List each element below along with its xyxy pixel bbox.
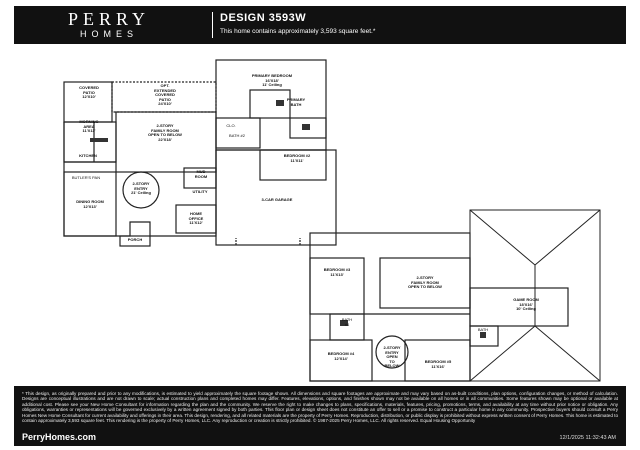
disclaimer-text: * This design, as originally prepared an…	[22, 391, 618, 424]
label-kitchen: KITCHEN	[79, 153, 97, 158]
label-family-room: 2-STORY FAMILY ROOM OPEN TO BELOW 22'X18…	[148, 123, 182, 142]
label-bath-2: BATH #2	[229, 133, 245, 138]
print-timestamp: 12/1/2025 11:32:43 AM	[559, 435, 616, 441]
label-game-room: GAME ROOM 18'X16' 10' Ceiling	[513, 297, 539, 312]
label-covered-patio: COVERED PATIO 12'X10'	[79, 85, 99, 100]
square-footage-note: This home contains approximately 3,593 s…	[220, 28, 376, 35]
label-garage: 3-CAR GARAGE	[261, 197, 293, 202]
first-floor-plan	[63, 59, 337, 247]
roof-outline	[469, 209, 601, 382]
perry-homes-logo: PERRY HOMES	[14, 6, 204, 44]
label-bedroom-5: BEDROOM #5 11'X16'	[424, 359, 452, 369]
label-opt-extended-patio: OPT. EXTENDED COVERED PATIO 24'X10'	[154, 83, 176, 107]
label-utility: UTILITY	[192, 189, 208, 194]
label-bath-upper: BATH	[477, 327, 489, 332]
label-bedroom-3: BEDROOM #3 11'X13'	[323, 267, 351, 277]
label-butlers-pantry: BUTLER'S PAN	[71, 175, 101, 180]
second-floor-plan	[309, 232, 569, 382]
label-closet: CLO.	[226, 123, 236, 128]
label-bedroom-4: BEDROOM #4 12'X14'	[327, 351, 355, 361]
label-home-office: HOME OFFICE 11'X12'	[188, 211, 204, 226]
label-morning-area: MORNING AREA 11'X11'	[79, 119, 99, 134]
header-bar: PERRY HOMES DESIGN 3593W This home conta…	[14, 6, 626, 44]
website-link[interactable]: PerryHomes.com	[22, 432, 97, 442]
label-entry-open: 2-STORY ENTRY OPEN TO BELOW	[383, 345, 401, 369]
logo-perry: PERRY	[67, 9, 151, 29]
design-title: DESIGN 3593W	[220, 12, 307, 24]
label-bath-4: BATH #4	[341, 317, 353, 327]
label-entry: 2-STORY ENTRY 21' Ceiling	[131, 181, 151, 196]
label-porch: PORCH	[127, 237, 143, 242]
header-divider	[212, 12, 213, 38]
label-family-open: 2-STORY FAMILY ROOM OPEN TO BELOW	[408, 275, 442, 290]
label-dining-room: DINING ROOM 12'X13'	[76, 199, 104, 209]
logo-homes: HOMES	[79, 29, 138, 39]
label-mud-room: MUD ROOM	[194, 169, 208, 179]
footer-bar: * This design, as originally prepared an…	[14, 386, 626, 446]
label-primary-bath: PRIMARY BATH	[286, 97, 306, 107]
label-primary-bedroom: PRIMARY BEDROOM 16'X18' 11' Ceiling	[251, 73, 293, 88]
label-bedroom-2: BEDROOM #2 11'X11'	[283, 153, 311, 163]
